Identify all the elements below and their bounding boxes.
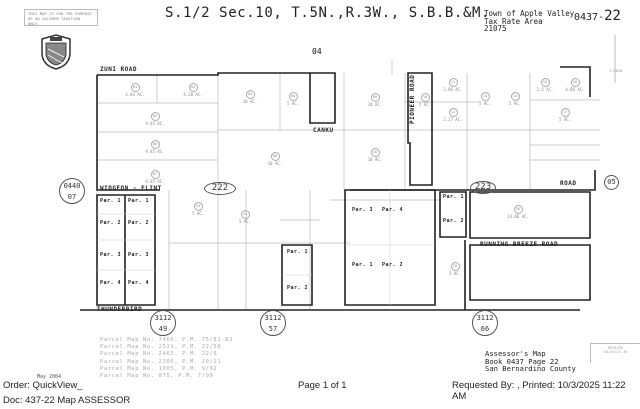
- road-label-thunderbird: THUNDERBIRD: [97, 306, 143, 313]
- parcel-map-ref: Parcel Map No. 7466, P.M. 75/81-82: [100, 337, 233, 343]
- parcel-map-ref: Parcel Map No. 875, P.M. 7/99: [100, 373, 214, 380]
- north-arrow-icon: [614, 35, 616, 83]
- road-label-canku: CANKU: [313, 127, 334, 134]
- block-223: 223: [470, 181, 496, 194]
- par-label: Par. 3: [100, 252, 122, 258]
- page-count: Page 1 of 1: [298, 380, 347, 391]
- town-name: Town of Apple Valley: [484, 9, 575, 18]
- par-label: Par. 2: [382, 262, 404, 268]
- county-seal-icon: [41, 34, 71, 70]
- par-label: Par. 1: [443, 194, 465, 200]
- par-label: Par. 3: [128, 252, 150, 258]
- requested-printed: Requested By: , Printed: 10/3/2025 11:22…: [452, 380, 626, 402]
- par-label: Par. 4: [382, 207, 404, 213]
- par-label: Par. 1: [352, 262, 374, 268]
- doc-label: Doc: 437-22 Map ASSESSOR: [3, 395, 131, 406]
- par-label: Par. 4: [100, 280, 122, 286]
- road-label-widgeon-flint: WIDGEON - FLINT: [100, 185, 162, 192]
- par-label: Par. 3: [352, 207, 374, 213]
- map-number: 0437-22: [574, 8, 621, 24]
- revised-box: REVISED 03/25/23 JH: [590, 343, 640, 363]
- scale-label: 1"=400': [609, 68, 623, 73]
- map-date: May 2004: [37, 374, 62, 380]
- town-info: Town of Apple Valley Tax Rate Area 21075: [484, 10, 574, 33]
- parcel-map-ref: Parcel Map No. 2305, P.M. 20/21: [100, 358, 222, 365]
- parcel-map-ref: Parcel Map No. 2465, P.M. 22/6: [100, 351, 218, 358]
- map-book: 0437-: [574, 12, 605, 23]
- block-222: 222: [204, 182, 236, 195]
- road-label-zuni: ZUNI ROAD: [100, 66, 138, 73]
- map-title: S.1/2 Sec.10, T.5N.,R.3W., S.B.B.&M.: [165, 5, 491, 21]
- disclaimer-box: THIS MAP IS FOR THE PURPOSE OF AD VALORE…: [24, 9, 98, 26]
- road-label-running-breeze: RUNNING BREEZE ROAD: [480, 241, 559, 248]
- assessor-block: Assessor's Map Book 0437 Page 22 San Ber…: [485, 349, 576, 373]
- par-label: Par. 1: [128, 198, 150, 204]
- section-04: 04: [312, 47, 322, 56]
- parcel-map-list: Parcel Map No. 7466, P.M. 75/81-82 Parce…: [100, 337, 233, 380]
- tax-rate-area-label: Tax Rate Area: [484, 16, 543, 26]
- par-label: Par. 2: [443, 218, 465, 224]
- par-label: Par. 4: [128, 280, 150, 286]
- tax-rate-area: 21075: [484, 24, 507, 33]
- adjacent-05: 05: [604, 175, 619, 190]
- par-label: Par. 1: [100, 198, 122, 204]
- map-page: 22: [604, 8, 621, 24]
- parcel-map-ref: Parcel Map No. 1005, P.M. 9/92: [100, 365, 218, 372]
- par-label: Par. 2: [128, 220, 150, 226]
- par-label: Par. 2: [100, 220, 122, 226]
- order-label: Order: QuickView_: [3, 380, 83, 391]
- parcel-map-ref: Parcel Map No. 2521, P.M. 22/58: [100, 344, 222, 351]
- par-label: Par. 1: [287, 249, 309, 255]
- par-label: Par. 2: [287, 285, 309, 291]
- road-label-road: ROAD: [560, 180, 577, 187]
